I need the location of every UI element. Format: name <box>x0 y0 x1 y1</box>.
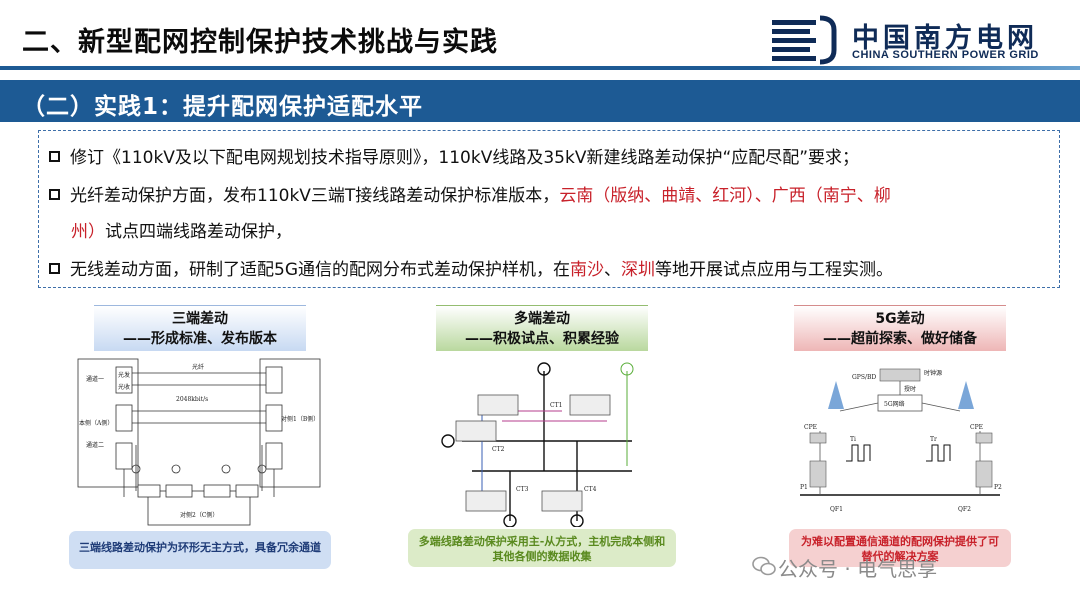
checkbox-bullet-icon <box>49 189 60 200</box>
panel-3-title-sub: ——超前探索、做好储备 <box>823 331 977 347</box>
bullet-1-text: 修订《110kV及以下配电网规划技术指导原则》，110kV线路及35kV新建线路… <box>70 148 860 168</box>
bullet-3-text-a: 无线差动方面，研制了适配5G通信的配网分布式差动保护样机，在 <box>70 260 570 280</box>
bullet-text-box: 修订《110kV及以下配电网规划技术指导原则》，110kV线路及35kV新建线路… <box>38 130 1060 288</box>
diagram-label-gps: GPS/BD <box>852 374 876 381</box>
page-title: 二、新型配网控制保护技术挑战与实践 <box>22 27 498 58</box>
title-underline <box>0 66 1080 70</box>
diagram-label-rx: 光收 <box>118 383 130 391</box>
panel-3-caption: 为难以配置通信通道的配网保护提供了可替代的解决方案 <box>789 529 1011 567</box>
diagram-label-clock: 时钟源 <box>924 369 942 377</box>
bullet-item-1: 修订《110kV及以下配电网规划技术指导原则》，110kV线路及35kV新建线路… <box>49 143 859 173</box>
panel-1-title-main: 三端差动 <box>172 311 228 327</box>
diagram-label-ct4: CT4 <box>584 486 597 493</box>
panel-3-title-main: 5G差动 <box>875 311 925 327</box>
diagram-label-p1: P1 <box>800 484 808 491</box>
logo-mark-icon <box>772 15 837 65</box>
panel-2-caption: 多端线路差动保护采用主-从方式，主机完成本侧和其他各侧的数据收集 <box>408 529 676 567</box>
diagram-label-ct3: CT3 <box>516 486 529 493</box>
multi-terminal-diagram: CT1 CT2 CT3 CT4 <box>441 362 634 527</box>
diagram-label-5g-network: 5G网络 <box>884 400 905 408</box>
bullet-2-red-text: 云南（版纳、曲靖、红河）、广西（南宁、柳 <box>559 186 891 206</box>
bullet-item-2: 光纤差动保护方面，发布110kV三端T接线路差动保护标准版本，云南（版纳、曲靖、… <box>49 181 891 211</box>
bullet-3-sep: 、 <box>604 260 621 280</box>
bullet-item-2-continued: 州）试点四端线路差动保护， <box>71 217 292 247</box>
panel-multi-terminal: 多端差动 ——积极试点、积累经验 <box>382 305 702 590</box>
wechat-icon <box>752 556 776 576</box>
diagram-label-tr: Tr <box>930 436 937 443</box>
company-logo: 中国南方电网 CHINA SOUTHERN POWER GRID <box>770 14 1070 66</box>
diagram-label-channel-1: 通道一 <box>86 375 104 383</box>
diagram-label-cpe-right: CPE <box>970 424 983 431</box>
diagram-label-tx: 光发 <box>118 371 130 379</box>
diagram-label-fiber: 光纤 <box>192 363 204 371</box>
5g-diagram: GPS/BD 时钟源 授时 5G网络 CPE CPE P1 P2 QF1 QF2… <box>800 368 1002 513</box>
panel-1-caption: 三端线路差动保护为环形无主方式，具备冗余通道 <box>69 531 331 569</box>
panel-3-title: 5G差动 ——超前探索、做好储备 <box>794 305 1006 351</box>
bullet-2-text: 光纤差动保护方面，发布110kV三端T接线路差动保护标准版本， <box>70 186 560 206</box>
logo-chinese-name: 中国南方电网 <box>852 23 1038 54</box>
diagram-label-side-c: 对侧2（C侧） <box>180 511 218 519</box>
diagram-label-local-side: 本侧（A侧） <box>79 419 113 427</box>
three-terminal-diagram: 通道一 通道二 本侧（A侧） 光纤 2048kbit/s 对侧1（B侧） 对侧2… <box>77 358 321 526</box>
logo-english-name: CHINA SOUTHERN POWER GRID <box>852 49 1039 61</box>
panel-2-title: 多端差动 ——积极试点、积累经验 <box>436 305 648 351</box>
bullet-3-text-b: 等地开展试点应用与工程实测。 <box>655 260 893 280</box>
diagram-label-p2: P2 <box>994 484 1002 491</box>
section-subtitle: （二）实践1：提升配网保护适配水平 <box>22 94 424 120</box>
diagram-label-qf1: QF1 <box>830 506 843 513</box>
panel-three-terminal: 三端差动 ——形成标准、发布版本 通道一 通道二 本侧（A侧） 光纤 20 <box>40 305 360 590</box>
diagram-label-ct2: CT2 <box>492 446 505 453</box>
diagram-label-qf2: QF2 <box>958 506 971 513</box>
checkbox-bullet-icon <box>49 151 60 162</box>
diagram-label-timing: 授时 <box>904 385 916 393</box>
bullet-item-3: 无线差动方面，研制了适配5G通信的配网分布式差动保护样机，在南沙、深圳等地开展试… <box>49 255 893 285</box>
diagram-label-ti: Ti <box>850 436 856 443</box>
bullet-2-text-cont: 试点四端线路差动保护， <box>105 222 292 242</box>
diagram-label-cpe-left: CPE <box>804 424 817 431</box>
diagram-label-ct1: CT1 <box>550 402 562 409</box>
watermark-text: 公众号 · 电气思享 <box>778 557 938 581</box>
bullet-2-red-text-cont: 州） <box>71 222 105 242</box>
panel-2-title-sub: ——积极试点、积累经验 <box>465 331 619 347</box>
diagram-label-side-b: 对侧1（B侧） <box>281 415 319 423</box>
subtitle-bar: （二）实践1：提升配网保护适配水平 <box>0 80 1080 122</box>
panel-1-title-sub: ——形成标准、发布版本 <box>123 331 277 347</box>
bullet-3-red-2: 深圳 <box>621 260 655 280</box>
diagram-label-channel-2: 通道二 <box>86 441 104 449</box>
panel-2-title-main: 多端差动 <box>514 311 570 327</box>
diagram-label-bitrate: 2048kbit/s <box>176 396 208 403</box>
bullet-3-red-1: 南沙 <box>570 260 604 280</box>
panel-1-title: 三端差动 ——形成标准、发布版本 <box>94 305 306 351</box>
checkbox-bullet-icon <box>49 263 60 274</box>
panel-5g: 5G差动 ——超前探索、做好储备 GPS/BD 时钟源 授 <box>740 305 1060 590</box>
